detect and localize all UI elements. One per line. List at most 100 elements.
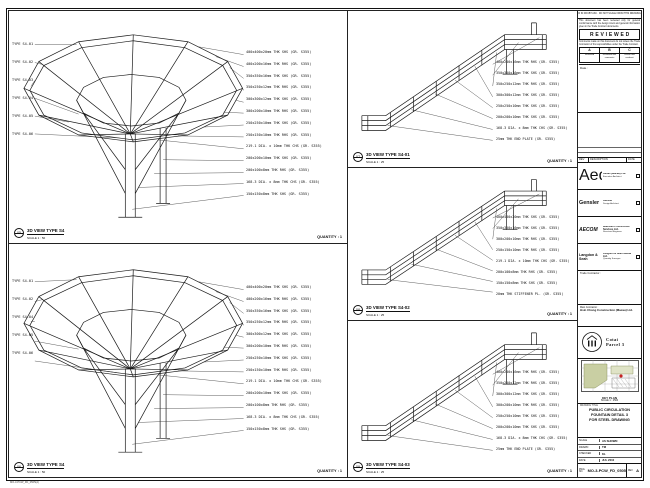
- seal-line-1: Cotai: [606, 336, 619, 342]
- type-label: TYPE S4-05: [12, 332, 34, 337]
- status-text: Reviewed with comments: [602, 54, 617, 59]
- wireframe-canopy-drawing: [23, 269, 244, 453]
- member-label: 219.1 DIA. x 10mm THK CHS (GR. S355): [246, 379, 322, 384]
- detail-marker: 06: [14, 462, 24, 472]
- consultant-aedas: Aedas Aedas (Macau) Ltd. Executive Archi…: [578, 163, 641, 190]
- revision-row: [578, 146, 641, 152]
- drawing-title-label: DRAWING TITLE: [580, 405, 598, 407]
- type-label: TYPE S4-02: [12, 296, 34, 301]
- quantity-note: QUANTITY : 1: [547, 312, 572, 316]
- view-title-group: 07 3D VIEW TYPE S4-01 SCALE 1 : 25: [353, 152, 410, 164]
- rev-value: A: [636, 468, 639, 473]
- view-panel-s4-03: 400x200x16mm THK RHS (GR. S355)350x250x1…: [347, 320, 578, 478]
- review-checkbox: [636, 227, 640, 232]
- project-seal: Cotai Parcel 3: [578, 327, 641, 359]
- member-label: 150x150x8mm THK SHS (GR. S355): [246, 191, 310, 196]
- sheet-top-note: IF IN DOUBT ASK · DO NOT SCALE FROM THIS…: [578, 11, 641, 19]
- member-label: 250x150x10mm THK RHS (GR. S355): [246, 367, 312, 372]
- status-letter: A: [580, 48, 599, 54]
- review-date-line: Date :: [579, 63, 640, 70]
- view-title-group: 05 3D VIEW TYPE S4 SCALE 1 : 50: [14, 228, 65, 240]
- member-label: 168.3 DIA. x 8mm THK CHS (GR. S355): [246, 179, 320, 184]
- review-stamp-box: This document has been reviewed only for…: [578, 19, 641, 113]
- member-label: 150x150x8mm THK SHS (GR. S355): [496, 280, 558, 285]
- status-text: Reviewed: [584, 54, 595, 57]
- member-label: 400x400x20mm THK SHS (GR. S355): [246, 50, 312, 54]
- seal-line-2: Parcel 3: [606, 342, 625, 348]
- member-label: 400x400x20mm THK SHS (GR. S355): [246, 285, 312, 289]
- consultant-gensler: Gensler Gensler Design Architect: [578, 190, 641, 217]
- field-value: KL: [602, 451, 606, 456]
- consultant-aecom: AECOM Maunsell Professional Services Ltd…: [578, 217, 641, 244]
- view-scale: SCALE 1 : 50: [27, 236, 46, 240]
- member-label: 200x200x10mm THK SHS (GR. S355): [246, 391, 312, 396]
- info-field-row: CHECKED KL: [578, 451, 641, 458]
- view-panel-s4-01: 400x200x16mm THK RHS (GR. S355) 350x350x1…: [347, 10, 578, 168]
- detail-marker: 09: [353, 462, 363, 472]
- status-letter: C: [620, 48, 639, 54]
- info-field-row: SCALE AS SHOWN: [578, 438, 641, 445]
- member-label: 350x350x16mm THK SHS (GR. S355): [496, 225, 560, 230]
- member-label: 168.3 DIA. x 8mm THK CHS (GR. S355): [246, 414, 320, 419]
- field-label: DATE: [578, 458, 600, 462]
- member-label: 300x300x12mm THK SHS (GR. S355): [496, 92, 560, 97]
- contractor-name: Hsin Chong Construction (Macau) Ltd.: [580, 307, 633, 312]
- review-status-cell: C Revise and resubmit: [620, 48, 639, 61]
- detail-marker: 07: [353, 152, 363, 162]
- consultant-role: Quantity Surveyor: [603, 258, 621, 261]
- member-label: 350x250x12mm THK RHS (GR. S355): [246, 85, 312, 90]
- member-label-stack: 400x400x20mm THK SHS (GR. S355)350x350x1…: [496, 215, 570, 304]
- member-label: 168.3 DIA. x 8mm THK CHS (GR. S355): [496, 125, 568, 130]
- drawing-number-row: DWG. NO. MO-3-PCW_FD_0505 REV. A: [578, 464, 641, 477]
- view-panel-s4-bottom: 400x400x20mm THK SHS (GR. S355) 400x200x1…: [8, 243, 348, 478]
- member-label-stack: 400x400x20mm THK SHS (GR. S355)400x200x1…: [246, 50, 322, 204]
- quantity-note: QUANTITY : 1: [547, 469, 572, 473]
- type-label: TYPE S4-06: [12, 350, 34, 355]
- dwg-number: MO-3-PCW_FD_0505: [587, 468, 626, 473]
- view-title-group: 08 3D VIEW TYPE S4-02 SCALE 1 : 25: [353, 305, 410, 317]
- main-contractor-box: Main Contractor : Hsin Chong Constructio…: [578, 305, 641, 327]
- member-label: 168.3 DIA. x 8mm THK CHS (GR. S355): [496, 435, 568, 440]
- gensler-logo: Gensler: [579, 199, 600, 206]
- trade-contractor-box: Trade Contractor :: [578, 271, 641, 305]
- member-label: 300x200x10mm THK RHS (GR. S355): [496, 236, 560, 241]
- review-status-table: A Reviewed B Reviewed with comments C Re…: [579, 47, 640, 63]
- field-value: AS SHOWN: [602, 438, 618, 443]
- view-scale: SCALE 1 : 25: [366, 160, 385, 164]
- key-plan-scale: SCALE 1 : 2500: [600, 399, 619, 403]
- view-title: 3D VIEW TYPE S4: [27, 228, 65, 235]
- member-label: 250x250x10mm THK SHS (GR. S355): [246, 355, 312, 360]
- member-label: 250x150x10mm THK RHS (GR. S355): [496, 247, 560, 252]
- drawing-title-line: PUBLIC CIRCULATION: [588, 408, 631, 412]
- view-title: 3D VIEW TYPE S4-03: [366, 462, 410, 469]
- view-scale: SCALE 1 : 50: [27, 470, 46, 474]
- consultant-role: Design Architect: [603, 202, 619, 205]
- rev-label: REV.: [625, 464, 634, 477]
- type-label: TYPE S4-01: [12, 42, 34, 46]
- member-label: 400x200x16mm THK RHS (GR. S355): [496, 60, 560, 64]
- view-panel-s4-top: 400x400x20mm THK SHS (GR. S355)400x200x1…: [8, 10, 348, 244]
- revision-header-cell: DATE: [628, 157, 635, 161]
- wireframe-member-drawing: [361, 332, 547, 451]
- view-scale: SCALE 1 : 25: [366, 470, 385, 474]
- type-label: TYPE S4-02: [12, 59, 34, 64]
- member-label: 400x200x16mm THK RHS (GR. S355): [246, 296, 312, 301]
- contractor-label: Main Contractor :: [580, 305, 599, 309]
- member-label: 400x200x16mm THK RHS (GR. S355): [496, 370, 560, 374]
- type-label: TYPE S4-05: [12, 113, 34, 118]
- revision-header-cell: REV: [578, 157, 589, 162]
- reviewed-stamp: REVIEWED: [579, 29, 640, 40]
- quantity-note: QUANTITY : 1: [547, 159, 572, 163]
- consultant-role: Structural Engineer: [603, 231, 622, 234]
- view-title-group: 09 3D VIEW TYPE S4-03 SCALE 1 : 25: [353, 462, 410, 474]
- consultant-name: Langdon & Seah Macau Ltd.: [603, 252, 632, 258]
- quantity-note: QUANTITY : 1: [317, 235, 342, 239]
- member-label: 350x350x16mm THK SHS (GR. S355): [496, 70, 560, 75]
- member-label: 300x300x12mm THK SHS (GR. S355): [246, 97, 312, 102]
- view-panel-s4-02: 400x400x20mm THK SHS (GR. S355)350x350x1…: [347, 167, 578, 321]
- detail-marker: 05: [14, 228, 24, 238]
